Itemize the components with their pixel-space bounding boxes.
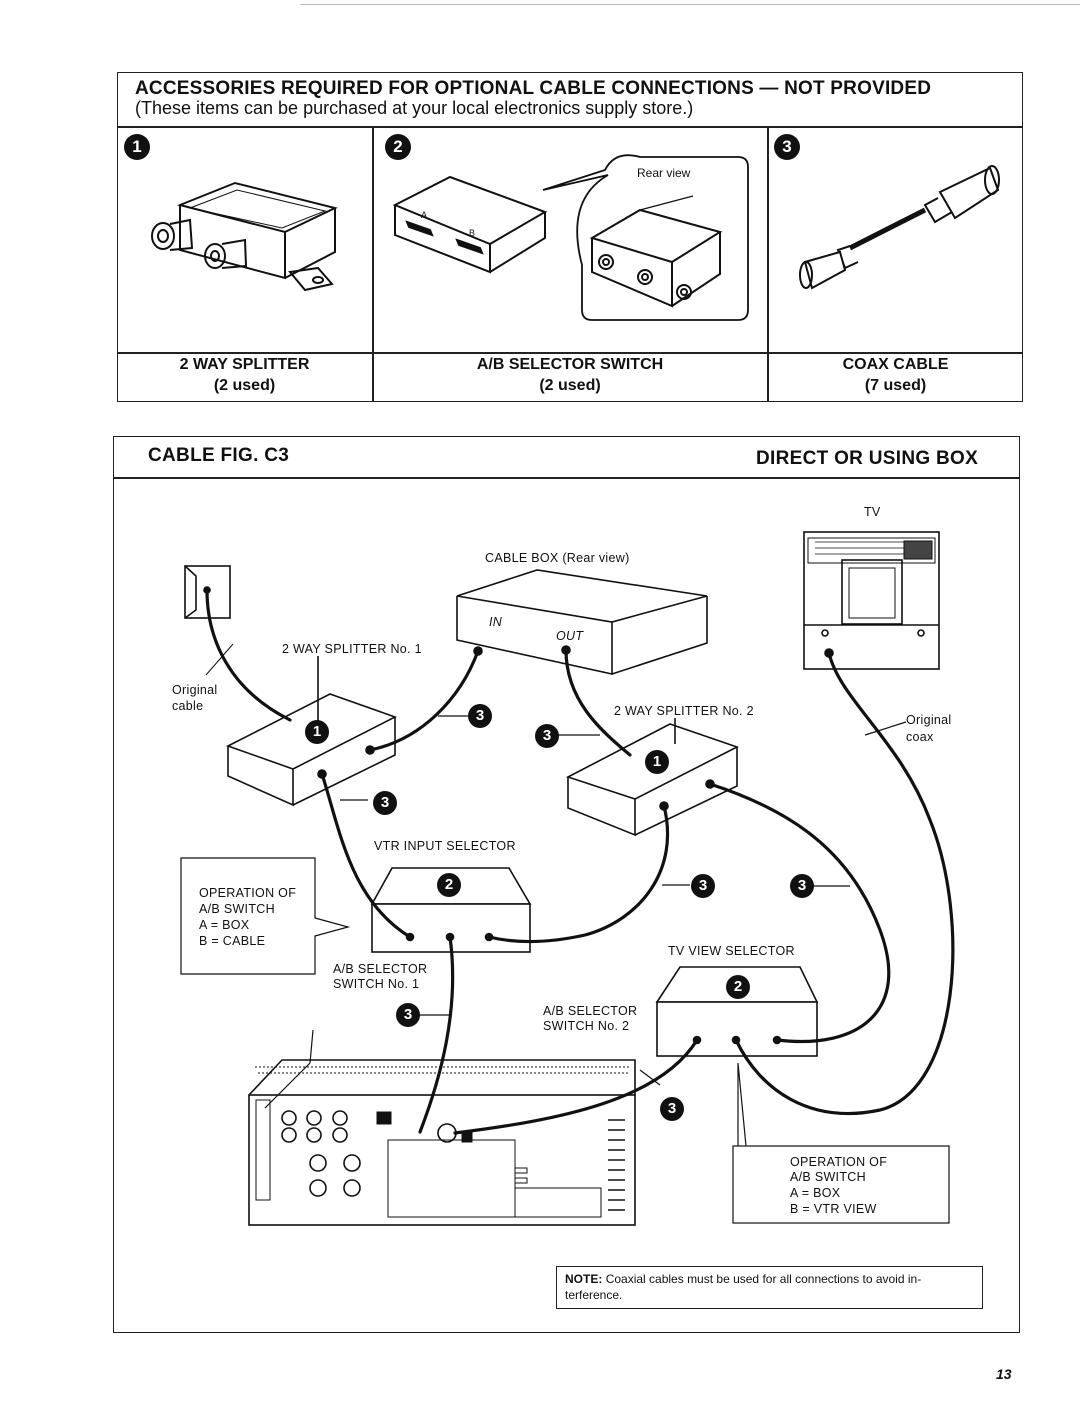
splitter2-label: 2 WAY SPLITTER No. 2 bbox=[614, 704, 754, 718]
figure-header-divider bbox=[113, 477, 1020, 479]
item-name: 2 WAY SPLITTER bbox=[179, 356, 310, 373]
original-coax-label: coax bbox=[906, 730, 934, 744]
figure-panel bbox=[113, 436, 1020, 1333]
cable-box-out-label: OUT bbox=[556, 629, 584, 643]
ab-switch1-label: A/B SELECTOR bbox=[333, 962, 428, 976]
item-number-badge: 1 bbox=[124, 134, 150, 160]
item-badge: 3 bbox=[396, 1003, 420, 1027]
vtr-input-selector-label: VTR INPUT SELECTOR bbox=[374, 839, 516, 853]
operation1-line: OPERATION OF bbox=[199, 886, 297, 900]
accessories-col-divider-1 bbox=[372, 127, 374, 402]
operation2-line: OPERATION OF bbox=[790, 1155, 888, 1169]
accessories-caption-divider bbox=[117, 352, 1023, 354]
cable-box-label: CABLE BOX (Rear view) bbox=[485, 551, 630, 565]
item-qty: (2 used) bbox=[539, 377, 601, 394]
operation1-line: B = CABLE bbox=[199, 934, 266, 948]
splitter-illustration bbox=[151, 181, 338, 292]
item-number-badge: 3 bbox=[774, 134, 800, 160]
rear-view-label: Rear view bbox=[637, 166, 691, 180]
vtr-illustration bbox=[248, 1029, 636, 1226]
item-badge: 1 bbox=[645, 750, 669, 774]
ab-switch1-label: SWITCH No. 1 bbox=[333, 977, 420, 991]
tv-illustration bbox=[803, 531, 940, 670]
item-badge: 3 bbox=[468, 704, 492, 728]
splitter1-label: 2 WAY SPLITTER No. 1 bbox=[282, 642, 422, 656]
svg-text:B: B bbox=[469, 228, 475, 238]
note-label: NOTE: bbox=[565, 1272, 603, 1286]
item-badge: 3 bbox=[660, 1097, 684, 1121]
note-box bbox=[556, 1266, 983, 1309]
item-badge: 3 bbox=[535, 724, 559, 748]
item-badge: 3 bbox=[691, 874, 715, 898]
cable-box-illustration bbox=[456, 569, 708, 675]
figure-title: CABLE FIG. C3 bbox=[148, 445, 290, 466]
original-coax-label: Original bbox=[906, 713, 952, 727]
original-cable-label: Original bbox=[172, 683, 218, 697]
item-badge: 1 bbox=[305, 720, 329, 744]
tv-label: TV bbox=[864, 505, 881, 519]
note-text: NOTE: Coaxial cables must be used for al… bbox=[565, 1271, 977, 1303]
operation2-line: A/B SWITCH bbox=[790, 1170, 866, 1184]
item-badge: 3 bbox=[373, 791, 397, 815]
figure-mode: DIRECT OR USING BOX bbox=[756, 448, 979, 469]
page-number: 13 bbox=[996, 1366, 1012, 1382]
accessories-col-divider-2 bbox=[767, 127, 769, 402]
item-qty: (2 used) bbox=[213, 377, 276, 394]
item-name: COAX CABLE bbox=[842, 356, 949, 373]
original-cable-label: cable bbox=[172, 699, 204, 713]
accessories-header-divider bbox=[117, 126, 1023, 128]
item-badge: 2 bbox=[437, 873, 461, 897]
ab-switch2-label: A/B SELECTOR bbox=[543, 1004, 638, 1018]
operation1-line: A/B SWITCH bbox=[199, 902, 275, 916]
item-name: A/B SELECTOR SWITCH bbox=[476, 356, 664, 373]
accessories-title: ACCESSORIES REQUIRED FOR OPTIONAL CABLE … bbox=[135, 78, 932, 99]
tv-view-selector-label: TV VIEW SELECTOR bbox=[668, 944, 795, 958]
coax-illustration bbox=[799, 165, 1000, 290]
item-number-badge: 2 bbox=[385, 134, 411, 160]
top-rule bbox=[300, 4, 1080, 5]
note-body: Coaxial cables must be used for all conn… bbox=[565, 1272, 922, 1302]
operation2-line: A = BOX bbox=[790, 1186, 841, 1200]
accessories-panel bbox=[117, 72, 1023, 402]
cable-box-in-label: IN bbox=[489, 615, 503, 629]
operation1-line: A = BOX bbox=[199, 918, 250, 932]
ab-switch2-label: SWITCH No. 2 bbox=[543, 1019, 630, 1033]
ab-switch-illustration: A B bbox=[392, 154, 749, 321]
accessories-subtitle: (These items can be purchased at your lo… bbox=[135, 98, 694, 118]
operation2-line: B = VTR VIEW bbox=[790, 1202, 877, 1216]
item-badge: 2 bbox=[726, 975, 750, 999]
item-badge: 3 bbox=[790, 874, 814, 898]
item-qty: (7 used) bbox=[864, 377, 927, 394]
svg-text:A: A bbox=[421, 210, 427, 220]
